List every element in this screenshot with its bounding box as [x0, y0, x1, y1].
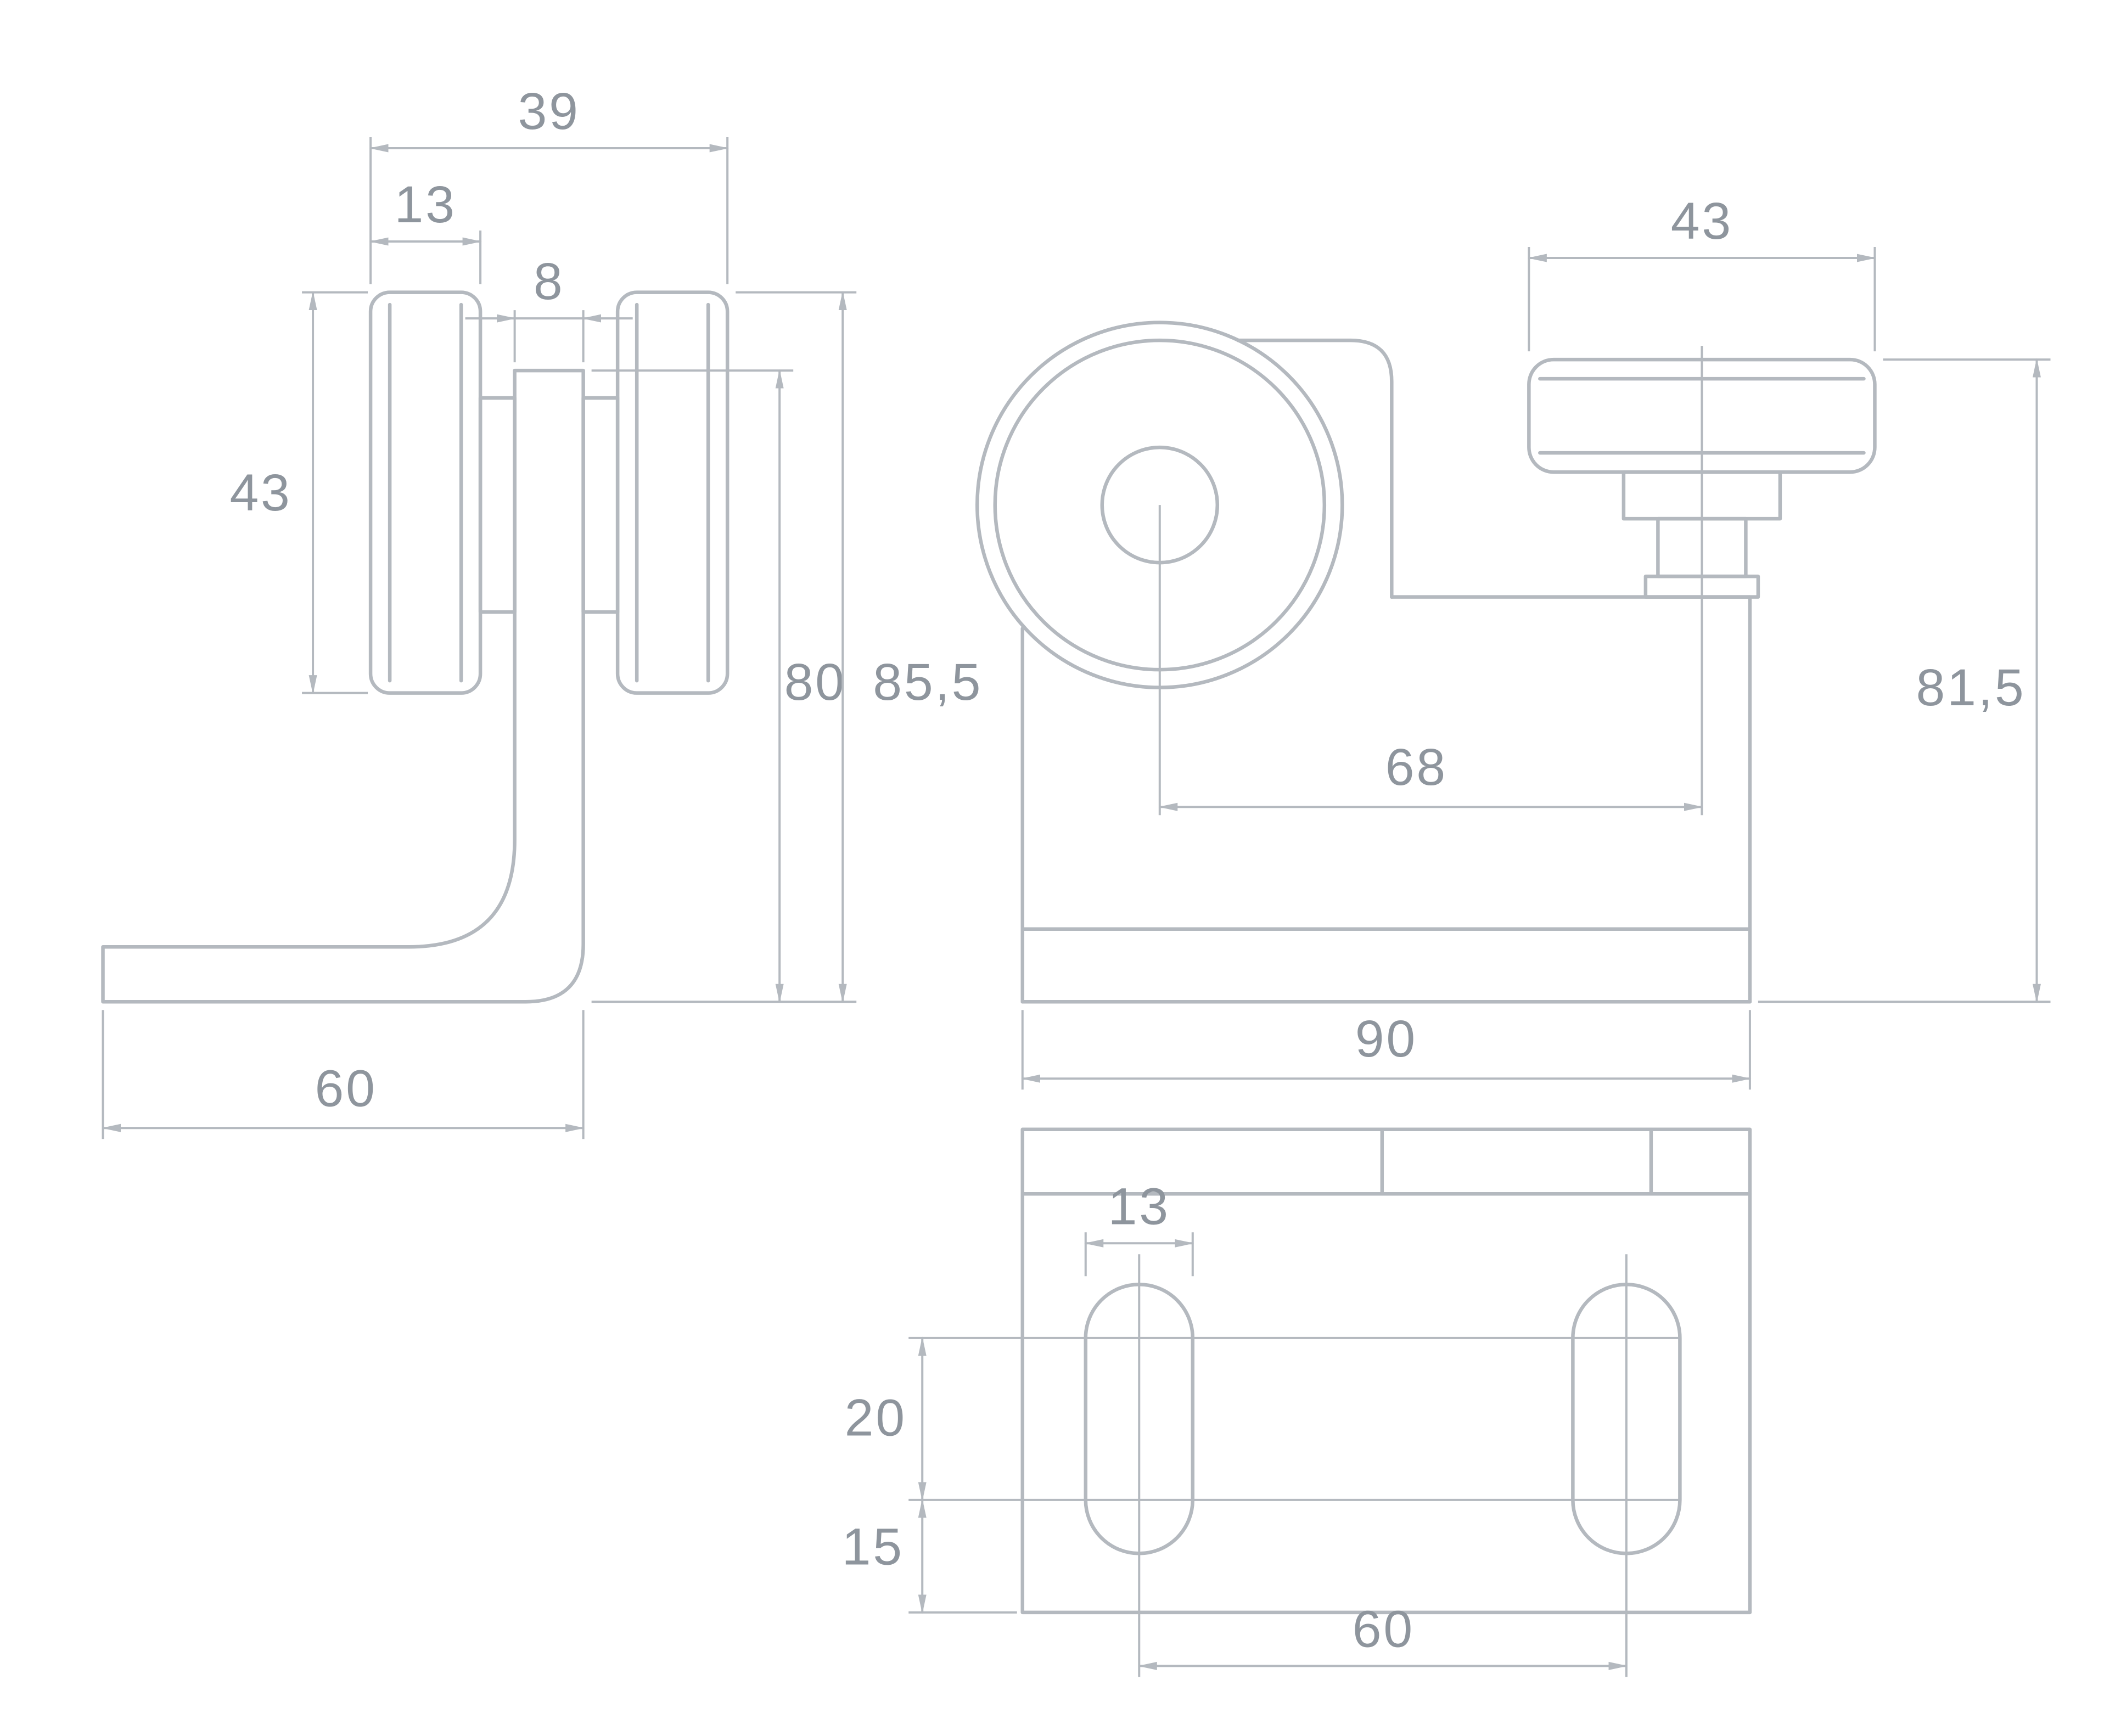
dimension-label: 43 [1671, 192, 1733, 250]
dimension-plate-height: 80 [591, 369, 857, 1003]
dimension-plate-thickness: 8 [465, 252, 633, 363]
right-axle-hub [581, 396, 620, 614]
dimension-label: 39 [518, 82, 580, 141]
dimension-label: 90 [1355, 1010, 1417, 1068]
dimension-roller-spacing: 68 [1158, 738, 1703, 811]
dimension-label: 13 [395, 176, 457, 234]
dimension-label: 20 [845, 1389, 907, 1447]
dimension-overall-width: 39 [369, 82, 729, 284]
dimension-slot-width: 13 [1084, 1177, 1194, 1277]
dimension-label: 43 [229, 464, 291, 522]
dimension-roller-diameter: 43 [229, 291, 368, 695]
dimension-base-depth: 60 [102, 1010, 585, 1139]
dimension-slot-edge-distance: 15 [842, 1498, 1017, 1614]
right-roller [615, 290, 730, 695]
left-roller [368, 290, 482, 695]
l-bracket-outline [101, 368, 585, 1004]
dimension-roller-width: 13 [369, 176, 482, 284]
dimension-label: 80 [784, 653, 846, 711]
plan-view: 13 20 15 60 [842, 1127, 1752, 1677]
dimension-slot-spacing: 60 [1137, 1600, 1628, 1670]
dimension-label: 85,5 [873, 653, 983, 711]
left-axle-hub [478, 396, 517, 614]
side-view: 39 13 8 43 80 [101, 82, 983, 1139]
dimension-label: 68 [1385, 738, 1447, 796]
dimension-label: 81,5 [1916, 659, 2026, 717]
dimension-label: 8 [534, 252, 565, 311]
front-view: 43 68 81,5 90 [975, 192, 2051, 1090]
dimension-slot-length: 20 [845, 1336, 927, 1502]
dimension-label: 60 [1353, 1600, 1415, 1658]
dimension-label: 15 [842, 1518, 904, 1576]
bracket-ear [1236, 338, 1394, 599]
base-plate [1020, 1127, 1752, 1615]
dimension-roller-diameter: 43 [1527, 192, 1876, 352]
dimension-plate-width: 90 [1021, 1010, 1752, 1090]
dimension-label: 60 [315, 1059, 377, 1117]
dimension-label: 13 [1108, 1177, 1170, 1235]
dimension-overall-height: 81,5 [1758, 358, 2051, 1003]
dimension-overall-height: 85,5 [736, 291, 983, 1003]
